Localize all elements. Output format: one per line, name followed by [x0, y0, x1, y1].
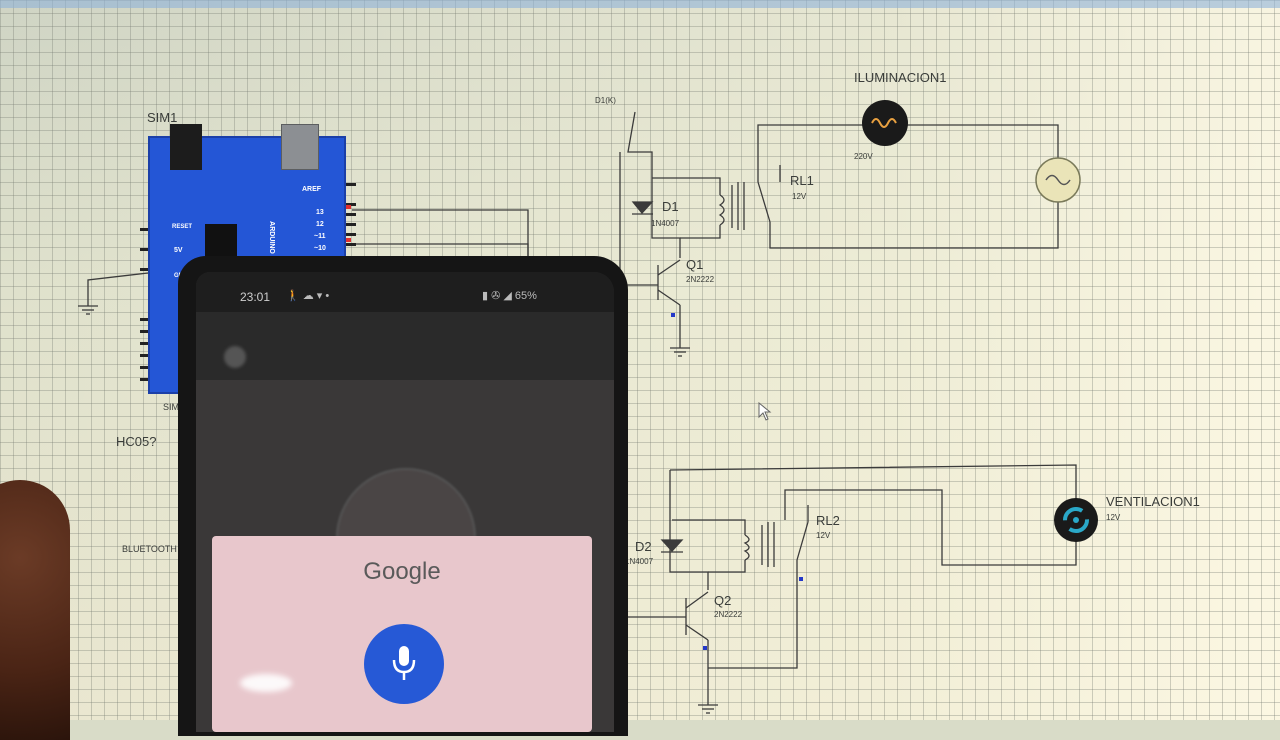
usb-connector	[281, 124, 319, 170]
user-finger	[0, 480, 70, 740]
google-logo: Google	[363, 558, 441, 585]
iluminacion-label: ILUMINACION1	[854, 70, 947, 85]
google-voice-sheet: Google	[212, 536, 592, 732]
window-top-edge	[0, 0, 1280, 8]
status-bar: 23:01 🚶 ☁ ▾ • ▮ ✇ ◢ 65%	[196, 272, 614, 312]
voice-mic-button[interactable]	[364, 624, 444, 704]
rl1-label: RL1	[790, 173, 814, 188]
pin-12-label: 12	[316, 221, 324, 228]
mouse-cursor-icon	[758, 402, 772, 421]
screen-glare	[240, 674, 292, 692]
app-bar	[196, 312, 614, 380]
status-time: 23:01	[240, 290, 271, 304]
pin-5v-label: 5V	[174, 247, 183, 254]
d1-label: D1	[662, 199, 679, 214]
status-system-icons: ▮ ✇ ◢ 65%	[482, 290, 537, 302]
hc05-label: HC05?	[116, 434, 157, 449]
power-jack	[170, 124, 202, 170]
q2-model-label: 2N2222	[714, 610, 743, 619]
aref-label: AREF	[302, 186, 322, 193]
q1-label: Q1	[686, 257, 704, 272]
app-icon	[224, 346, 246, 368]
rl2-label: RL2	[816, 513, 840, 528]
pin-13-label: 13	[316, 209, 324, 216]
q2-label: Q2	[714, 593, 732, 608]
rl1-voltage-label: 12V	[792, 192, 807, 201]
reset-label: RESET	[172, 224, 193, 230]
lamp-voltage-label: 220V	[854, 152, 873, 161]
bluetooth-label: BLUETOOTH	[122, 544, 177, 554]
arduino-part-label: SIMU	[163, 402, 186, 412]
status-notification-icons: 🚶 ☁ ▾ •	[286, 290, 330, 302]
microphone-icon	[392, 646, 416, 680]
pin-11-label: ~11	[314, 233, 326, 240]
q1-model-label: 2N2222	[686, 275, 715, 284]
schematic-wiring	[78, 100, 1098, 714]
arduino-ref-label: SIM1	[147, 110, 178, 125]
d1-model-label: 1N4007	[651, 219, 680, 228]
d2-model-label: 1N4007	[625, 557, 654, 566]
d1k-label: D1(K)	[595, 96, 616, 105]
phone-screen: 23:01 🚶 ☁ ▾ • ▮ ✇ ◢ 65% Google	[196, 272, 614, 732]
arduino-brand-text: ARDUINO	[267, 221, 275, 254]
fan-voltage-label: 12V	[1106, 513, 1121, 522]
rl2-voltage-label: 12V	[816, 531, 831, 540]
pin-10-label: ~10	[314, 245, 326, 252]
ventilacion-label: VENTILACION1	[1106, 494, 1200, 509]
d2-label: D2	[635, 539, 652, 554]
